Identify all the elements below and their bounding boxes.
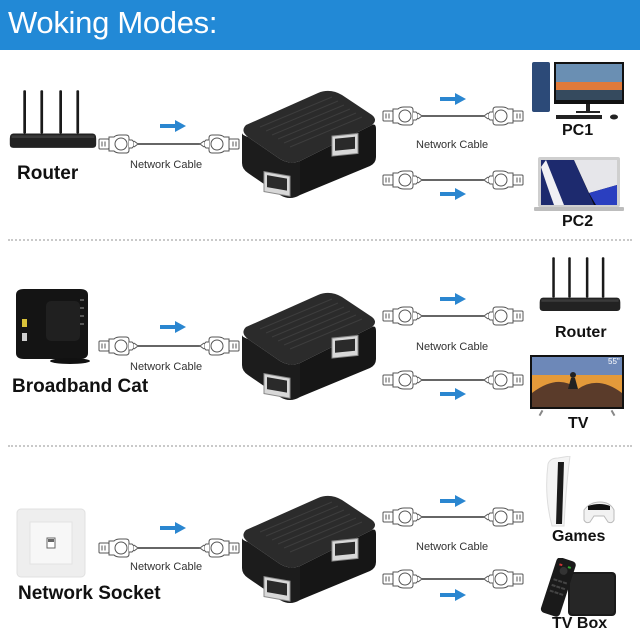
mode-section-socket: Network Socket Network Cable Network Cab… [0, 450, 640, 631]
splitter-device-icon [238, 490, 378, 610]
input-cable-icon [98, 537, 240, 559]
output-label: PC2 [562, 213, 594, 230]
output-label: Games [552, 528, 606, 545]
output-cable-icon [382, 506, 524, 528]
splitter-device-icon [238, 287, 378, 407]
mode-section-broadband: Broadband Cat Network Cable Network Cabl… [0, 245, 640, 435]
modem-icon [16, 289, 90, 364]
input-cable-icon [98, 133, 240, 155]
router-icon [538, 251, 622, 319]
mode-section-router: Router Network Cable Network Cable PC1 P… [0, 55, 640, 245]
splitter-device-icon [238, 85, 378, 205]
wall-socket-icon [16, 508, 86, 578]
output-cable-icon [382, 105, 524, 127]
output-cable-icon [382, 568, 524, 590]
router-icon [8, 87, 98, 153]
laptop-icon [534, 157, 624, 211]
page-title: Woking Modes: [8, 5, 218, 40]
output-label: Router [555, 324, 607, 341]
desktop-pc-icon [532, 62, 624, 120]
output-label: TV [568, 415, 589, 432]
source-label: Broadband Cat [12, 376, 149, 397]
cable-label: Network Cable [416, 541, 489, 553]
source-label: Network Socket [18, 583, 161, 604]
section-divider [8, 239, 632, 241]
arrow-icon [160, 522, 186, 534]
tv-icon [530, 355, 624, 417]
output-label: TV Box [552, 615, 608, 631]
cable-label: Network Cable [416, 139, 489, 151]
section-divider [8, 445, 632, 447]
output-label: PC1 [562, 122, 594, 139]
header-banner: Woking Modes: [0, 0, 640, 50]
output-cable-icon [382, 305, 524, 327]
arrow-icon [160, 321, 186, 333]
arrow-icon [440, 188, 466, 200]
arrow-icon [440, 293, 466, 305]
game-console-icon [546, 456, 615, 527]
tv-size-badge: 55" [608, 357, 620, 366]
source-label: Router [17, 163, 79, 184]
cable-label: Network Cable [130, 159, 203, 171]
tv-box-icon [540, 558, 616, 617]
arrow-icon [440, 93, 466, 105]
cable-label: Network Cable [416, 341, 489, 353]
arrow-icon [440, 388, 466, 400]
cable-label: Network Cable [130, 561, 203, 573]
cable-label: Network Cable [130, 361, 203, 373]
arrow-icon [440, 589, 466, 601]
input-cable-icon [98, 335, 240, 357]
arrow-icon [160, 120, 186, 132]
